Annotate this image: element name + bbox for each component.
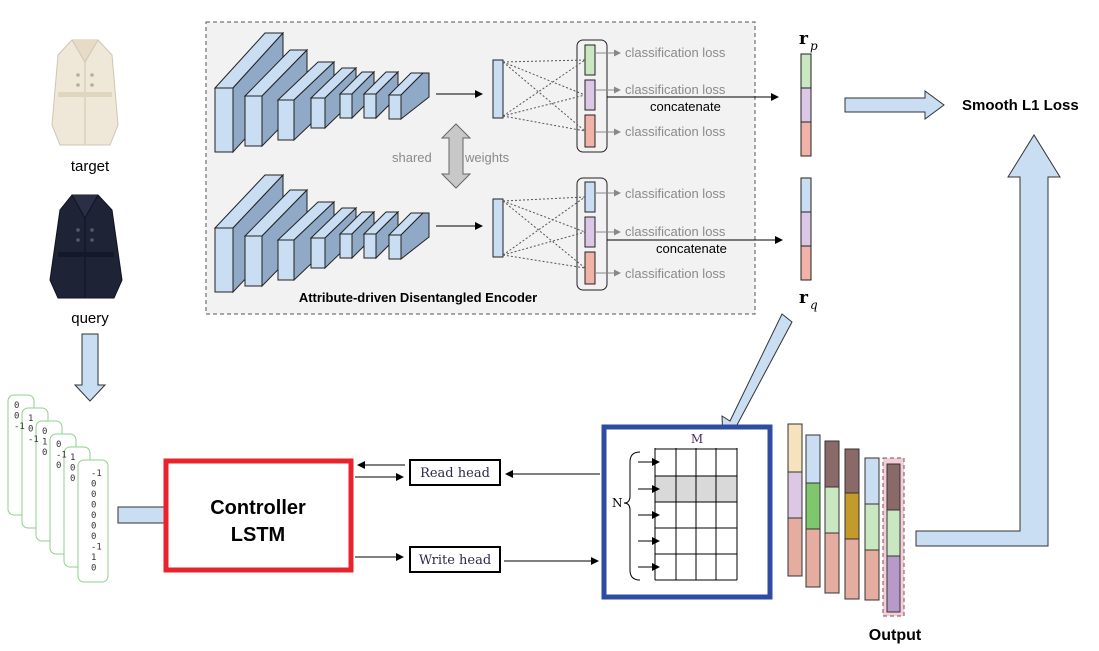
- read-head-box: [409, 459, 501, 486]
- rp-subscript: p: [810, 39, 818, 53]
- input-digit: 0: [91, 564, 96, 574]
- weights-label: weights: [464, 150, 510, 165]
- bottom-attr-red: [584, 251, 596, 285]
- input-digit: 0: [14, 412, 19, 422]
- rq-subscript: q: [810, 298, 818, 312]
- controller-line2: LSTM: [231, 524, 285, 546]
- bottom-cnn-stack: [213, 173, 430, 294]
- input-digit: 0: [42, 427, 47, 437]
- input-digit: 0: [14, 401, 19, 411]
- target-label: target: [71, 158, 110, 175]
- input-digit: 0: [91, 511, 96, 521]
- rp-vector: [800, 53, 812, 157]
- rq-vector: [800, 177, 812, 281]
- input-digit: 0: [56, 461, 61, 471]
- memory-m-label: M: [691, 432, 703, 446]
- input-digit: -1: [14, 422, 25, 432]
- target-coat-image: [51, 39, 119, 146]
- top-attr-purple: [584, 79, 596, 111]
- top-cnn-stack: [213, 31, 430, 154]
- top-attr-green: [584, 44, 596, 76]
- top-loss-3: classification loss: [625, 124, 726, 139]
- top-attr-red: [584, 114, 596, 148]
- input-digit: 1: [91, 553, 96, 563]
- top-loss-arrows: [595, 49, 621, 136]
- write-head-box: [409, 546, 501, 573]
- bottom-attr-blue: [584, 181, 596, 213]
- bottom-loss-3: classification loss: [625, 266, 726, 281]
- input-digit: 0: [56, 440, 61, 450]
- rq-symbol: r: [799, 288, 809, 308]
- bottom-connections: [502, 196, 586, 269]
- input-digit: -1: [56, 451, 67, 461]
- top-concatenate-label: concatenate: [650, 99, 721, 114]
- input-digit: 0: [42, 448, 47, 458]
- input-digit: 0: [28, 425, 33, 435]
- input-digit: -1: [28, 435, 39, 445]
- rp-symbol: r: [799, 29, 809, 49]
- input-digit: 1: [28, 414, 33, 424]
- bottom-loss-1: classification loss: [625, 186, 726, 201]
- input-digit: -1: [91, 469, 102, 479]
- output-bars: [787, 423, 905, 617]
- top-feature-vector: [492, 59, 504, 119]
- bottom-feature-vector: [492, 198, 504, 258]
- query-label: query: [71, 310, 109, 327]
- smooth-l1-loss-title: Smooth L1 Loss: [962, 97, 1079, 114]
- bottom-concatenate-label: concatenate: [656, 241, 727, 256]
- input-digit: 0: [70, 464, 75, 474]
- shared-label: shared: [392, 150, 432, 165]
- query-down-arrow: [73, 333, 107, 402]
- input-digit: 0: [91, 480, 96, 490]
- input-digit: 0: [91, 522, 96, 532]
- bottom-loss-arrows: [595, 189, 621, 277]
- input-digit: 0: [70, 474, 75, 484]
- memory-n-label: N: [612, 496, 623, 510]
- top-loss-1: classification loss: [625, 45, 726, 60]
- memory-row-arrows: [638, 458, 660, 571]
- top-connections: [502, 59, 586, 132]
- write-head-label: Write head: [419, 553, 491, 568]
- input-digit: 1: [70, 453, 75, 463]
- query-coat-image: [49, 194, 123, 299]
- shared-weights-arrow: [440, 123, 472, 189]
- top-attr-group: [576, 39, 608, 153]
- input-digit: 0: [91, 490, 96, 500]
- memory-brace: [623, 451, 641, 581]
- controller-line1: Controller: [210, 497, 306, 519]
- read-head-label: Read head: [420, 466, 490, 481]
- rq-to-memory-arrow: [721, 313, 793, 441]
- bottom-attr-purple: [584, 216, 596, 248]
- output-to-loss-arrow: [915, 134, 1061, 547]
- top-loss-2: classification loss: [625, 82, 726, 97]
- memory-box: [601, 424, 773, 600]
- input-digit: -1: [91, 543, 102, 553]
- bottom-loss-2: classification loss: [625, 224, 726, 239]
- encoder-title: Attribute-driven Disentangled Encoder: [299, 290, 537, 305]
- input-digit: 1: [42, 438, 47, 448]
- controller-box: [163, 458, 354, 573]
- input-digit: 0: [91, 532, 96, 542]
- input-digit: 0: [91, 501, 96, 511]
- to-loss-arrow: [844, 90, 945, 120]
- output-label: Output: [869, 627, 922, 644]
